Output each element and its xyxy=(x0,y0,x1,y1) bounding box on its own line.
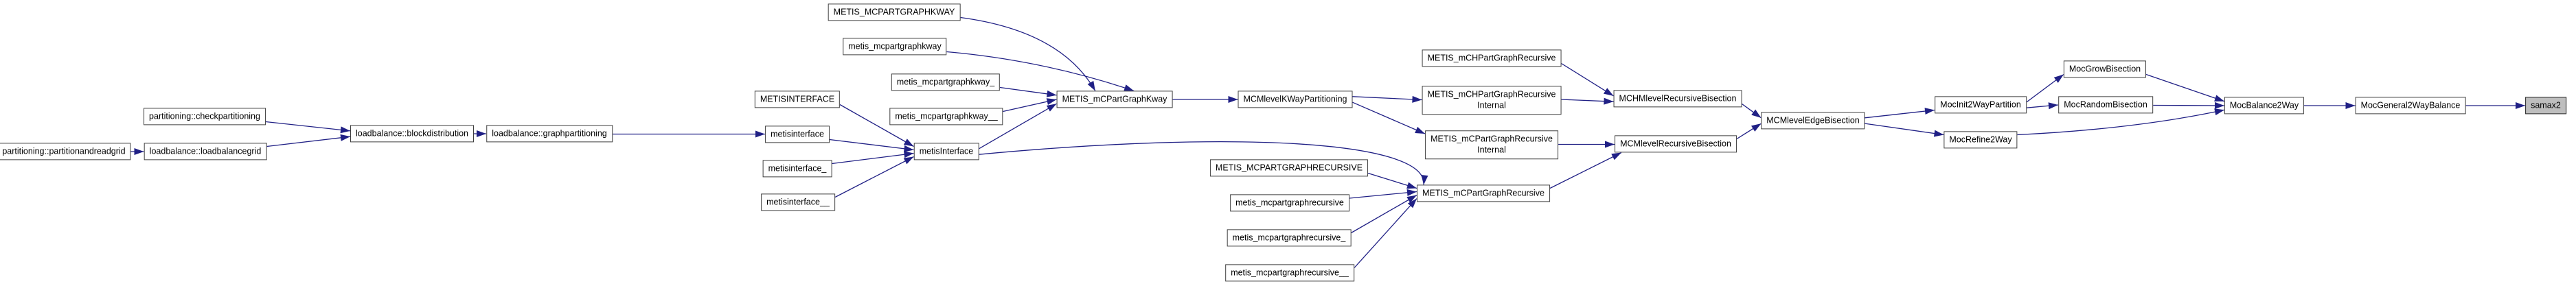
edge-hub-RC xyxy=(979,141,1424,185)
arrowhead-hub-RC xyxy=(1421,175,1428,185)
edge-KP-RCI xyxy=(1352,102,1426,134)
edge-mrc-RC xyxy=(1349,191,1417,199)
node-bd[interactable]: loadbalance::blockdistribution xyxy=(350,125,474,143)
arrowhead-mrc-RC xyxy=(1406,189,1417,196)
arrowhead-ref-bal xyxy=(2214,108,2224,116)
node-grow[interactable]: MocGrowBisection xyxy=(2063,60,2147,78)
node-KW[interactable]: METIS_mCPartGraphKway xyxy=(1056,91,1173,108)
node-mi[interactable]: metisinterface xyxy=(765,126,830,143)
arrowhead-cp-bd xyxy=(340,126,350,134)
node-mkw1[interactable]: metis_mcpartgraphkway_ xyxy=(891,73,1001,91)
arrowhead-grow-bal xyxy=(2214,95,2224,102)
edge-mrc1-RC xyxy=(1351,194,1417,234)
edge-MI-hub xyxy=(839,104,914,147)
node-cp[interactable]: partitioning::checkpartitioning xyxy=(144,108,266,126)
node-rand[interactable]: MocRandomBisection xyxy=(2058,96,2153,114)
node-CHR[interactable]: METIS_mCHPartGraphRecursive xyxy=(1422,49,1562,67)
node-MKW[interactable]: METIS_MCPARTGRAPHKWAY xyxy=(828,3,961,21)
arrowhead-KP-RCI xyxy=(1415,126,1425,134)
arrowhead-MKW-KW xyxy=(1087,80,1095,91)
arrowhead-lbg-bd xyxy=(340,134,350,141)
node-MCM[interactable]: MCMlevelRecursiveBisection xyxy=(1615,135,1737,153)
arrowhead-gen-samax2 xyxy=(2516,102,2525,109)
node-KP[interactable]: MCMlevelKWayPartitioning xyxy=(1238,91,1353,108)
node-gen[interactable]: MocGeneral2WayBalance xyxy=(2355,97,2466,115)
node-mkw2[interactable]: metis_mcpartgraphkway__ xyxy=(889,108,1003,126)
arrowhead-mkw1-KW xyxy=(1046,90,1057,97)
node-mrc[interactable]: metis_mcpartgraphrecursive xyxy=(1230,194,1349,212)
arrowhead-MCM-EB xyxy=(1751,123,1762,132)
arrowhead-KW-KP xyxy=(1228,96,1238,103)
node-MCHM[interactable]: MCHMlevelRecursiveBisection xyxy=(1613,90,1742,108)
node-ref[interactable]: MocRefine2Way xyxy=(1944,131,2018,149)
node-gp[interactable]: loadbalance::graphpartitioning xyxy=(486,125,613,143)
arrowhead-RC-MCM xyxy=(1611,152,1621,160)
arrowhead-MCHM-EB xyxy=(1751,109,1762,118)
arrowhead-KP-CHRI xyxy=(1412,95,1422,103)
node-MRC[interactable]: METIS_MCPARTGRAPHRECURSIVE xyxy=(1209,159,1369,177)
arrowhead-bd-gp xyxy=(477,130,486,137)
node-mi2[interactable]: metisinterface__ xyxy=(761,193,835,211)
node-mrc1[interactable]: metis_mcpartgraphrecursive_ xyxy=(1227,229,1352,247)
arrowhead-mrc2-RC xyxy=(1407,198,1417,208)
arrowhead-init-grow xyxy=(2053,74,2064,83)
arrowhead-CHR-MCHM xyxy=(1603,88,1614,96)
arrowhead-bal-gen xyxy=(2345,102,2356,109)
edge-cp-bd xyxy=(265,121,351,132)
arrowhead-RCI-MCM xyxy=(1605,141,1615,148)
node-init[interactable]: MocInit2WayPartition xyxy=(1935,96,2027,114)
arrowhead-init-rand xyxy=(2048,102,2058,110)
arrowhead-gp-mi xyxy=(755,130,765,138)
arrowhead-EB-ref xyxy=(1933,130,1944,137)
arrowhead-mi2-hub xyxy=(903,156,914,165)
arrowhead-mkw-KW xyxy=(1124,84,1135,91)
arrowhead-mi-hub xyxy=(903,145,914,152)
node-samax2[interactable]: samax2 xyxy=(2525,97,2566,115)
node-bal[interactable]: MocBalance2Way xyxy=(2224,97,2305,115)
arrowhead-mkw2-KW xyxy=(1046,98,1057,105)
node-mrc2[interactable]: metis_mcpartgraphrecursive__ xyxy=(1225,264,1354,282)
arrowhead-pr-lbg xyxy=(134,148,144,155)
node-hub[interactable]: metisInterface xyxy=(913,143,979,160)
edge-lbg-bd xyxy=(266,136,351,147)
arrowhead-mi1-hub xyxy=(903,151,914,158)
arrowhead-MRC-RC xyxy=(1406,182,1417,189)
edge-ref-bal xyxy=(2017,109,2225,136)
arrowhead-EB-init xyxy=(1924,108,1935,115)
node-pr[interactable]: partitioning::partitionandreadgrid xyxy=(0,143,131,160)
edge-RC-MCM xyxy=(1549,152,1622,189)
arrowhead-MI-hub xyxy=(903,139,914,147)
arrowhead-hub-KW xyxy=(1046,104,1057,112)
node-EB[interactable]: MCMlevelEdgeBisection xyxy=(1761,112,1865,130)
edges xyxy=(130,16,2525,268)
node-lbg[interactable]: loadbalance::loadbalancegrid xyxy=(144,143,267,160)
node-CHRI[interactable]: METIS_mCHPartGraphRecursive Internal xyxy=(1422,86,1562,115)
node-MI[interactable]: METISINTERFACE xyxy=(754,91,841,108)
arrowhead-rand-bal xyxy=(2214,102,2224,109)
edge-mrc2-RC xyxy=(1354,198,1417,268)
edge-mkw-KW xyxy=(946,51,1135,92)
edge-mi1-hub xyxy=(832,152,914,165)
node-RC[interactable]: METIS_mCPartGraphRecursive xyxy=(1417,184,1550,202)
node-mkw[interactable]: metis_mcpartgraphkway xyxy=(843,38,947,56)
edge-grow-bal xyxy=(2145,73,2225,102)
edge-hub-KW xyxy=(979,103,1057,150)
edge-CHR-MCHM xyxy=(1561,62,1614,97)
edge-EB-ref xyxy=(1865,123,1944,136)
arrowhead-mrc1-RC xyxy=(1406,195,1417,203)
edge-mi2-hub xyxy=(834,156,914,198)
node-mi1[interactable]: metisinterface_ xyxy=(762,160,832,178)
edge-KP-CHRI xyxy=(1352,96,1422,101)
node-RCI[interactable]: METIS_mCPartGraphRecursive Internal xyxy=(1425,130,1558,159)
edge-mi-hub xyxy=(829,139,914,151)
edge-EB-init xyxy=(1865,109,1935,119)
arrowhead-CHRI-MCHM xyxy=(1604,97,1614,105)
